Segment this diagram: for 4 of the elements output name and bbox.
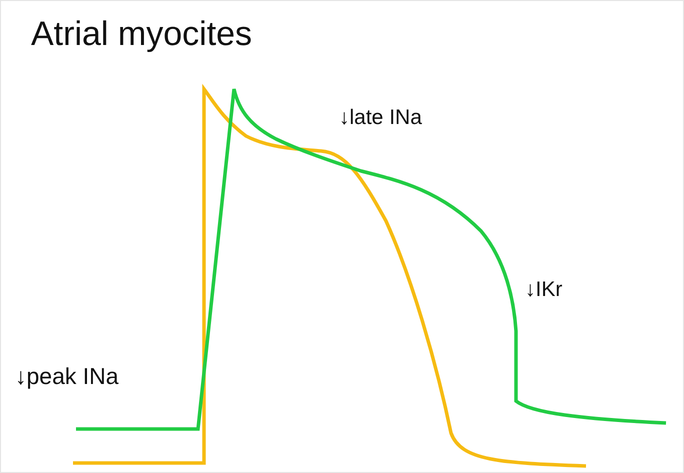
curve-label: ↓peak INa <box>15 363 119 390</box>
chart-title: Atrial myocites <box>31 15 252 54</box>
curve-label: ↓late INa <box>339 106 422 130</box>
curve-label: ↓IKr <box>525 278 562 302</box>
